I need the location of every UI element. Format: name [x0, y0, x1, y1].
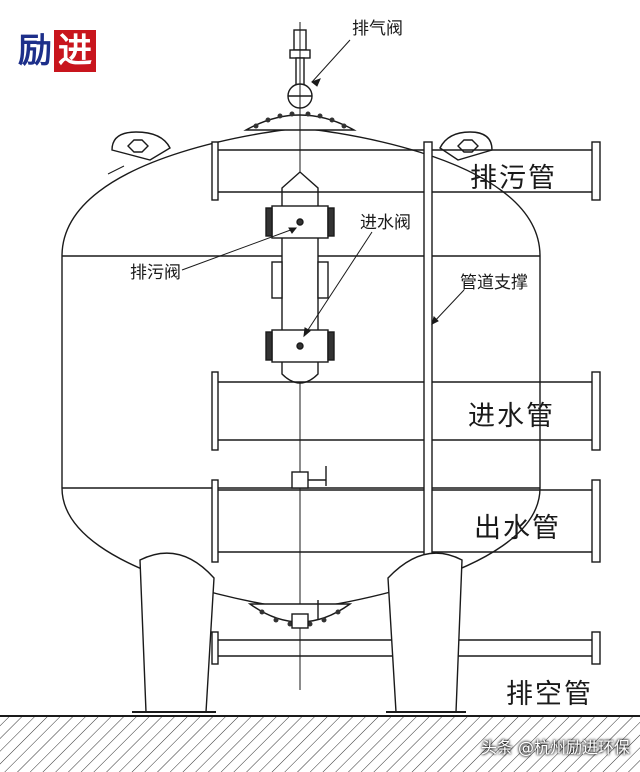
lifting-lug-right [439, 131, 493, 161]
drain-valve-body [265, 205, 335, 239]
label-inlet-pipe: 进水管 [468, 401, 555, 432]
inlet-pipe [211, 371, 601, 451]
label-drain-pipe: 排污管 [470, 163, 557, 194]
drain-pipe [211, 141, 601, 201]
logo-part2: 进 [54, 30, 96, 72]
label-outlet-pipe: 出水管 [474, 513, 561, 544]
label-pipe-support: 管道支撑 [460, 273, 528, 293]
logo-part1: 励 [18, 31, 52, 71]
bottom-flange [247, 600, 353, 629]
inlet-valve-body [265, 329, 335, 363]
company-logo: 励 进 [14, 30, 96, 72]
support-leg-right [386, 552, 466, 713]
label-inlet-valve: 进水阀 [360, 213, 411, 233]
support-leg-left [132, 552, 216, 713]
label-drain-valve: 排污阀 [130, 263, 181, 283]
outlet-pipe [211, 479, 601, 563]
label-exhaust-valve: 排气阀 [352, 19, 403, 39]
sample-fitting [291, 466, 327, 489]
label-empty-pipe: 排空管 [506, 679, 593, 710]
watermark: 头条 @杭州励进环保 [480, 738, 630, 757]
ground [0, 715, 640, 772]
leader-lines [107, 39, 465, 338]
lifting-lug-left [111, 131, 171, 161]
